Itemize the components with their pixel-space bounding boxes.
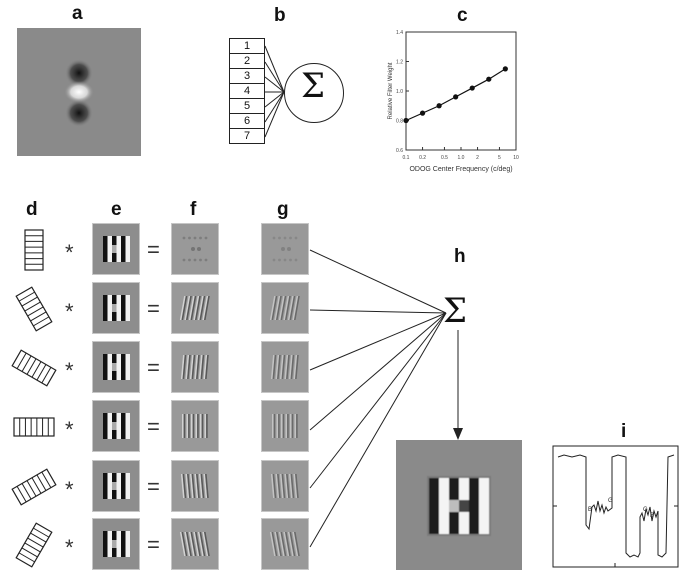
normalized-response-tile xyxy=(261,400,309,452)
panel-label-i: i xyxy=(621,421,627,442)
panel-label-a: a xyxy=(72,3,83,24)
data-point xyxy=(469,85,475,91)
equals-operator: = xyxy=(147,237,160,262)
output-image xyxy=(396,440,522,570)
data-point xyxy=(486,76,492,82)
panel-label-h: h xyxy=(454,246,466,267)
panel-label-b: b xyxy=(274,5,286,26)
sum-symbol-b: Σ xyxy=(300,66,326,106)
oriented-filter-icon xyxy=(13,417,55,437)
convolve-operator: * xyxy=(65,535,74,560)
normalized-response-tile xyxy=(261,282,309,334)
x-tick-label: 2 xyxy=(476,155,479,161)
filtered-response-tile xyxy=(171,518,219,570)
filtered-response-tile xyxy=(171,460,219,512)
stimulus-tile xyxy=(92,341,140,393)
convolve-operator: * xyxy=(65,417,74,442)
oriented-filter-icon xyxy=(24,229,44,271)
filtered-response-tile xyxy=(171,282,219,334)
normalized-response-tile xyxy=(261,460,309,512)
luminance-profile-plot: G B G B xyxy=(552,445,679,568)
sum-symbol-h: Σ xyxy=(443,291,468,331)
convolve-operator: * xyxy=(65,299,74,324)
svg-text:B: B xyxy=(588,507,592,513)
stimulus-tile xyxy=(92,460,140,512)
panel-label-c: c xyxy=(457,5,468,26)
sum-circle xyxy=(284,63,344,123)
filtered-response-tile xyxy=(171,223,219,275)
equals-operator: = xyxy=(147,474,160,499)
convolve-operator: * xyxy=(65,358,74,383)
svg-text:G: G xyxy=(643,507,648,513)
x-tick-label: 0.5 xyxy=(441,155,448,161)
stimulus-tile xyxy=(92,400,140,452)
y-axis-label: Relative Filter Weight xyxy=(388,62,394,119)
equals-operator: = xyxy=(147,414,160,439)
data-point xyxy=(436,103,442,109)
normalized-response-tile xyxy=(261,518,309,570)
y-tick-label: 1.0 xyxy=(396,89,403,95)
data-point xyxy=(419,110,426,116)
normalized-response-tile xyxy=(261,223,309,275)
filtered-response-tile xyxy=(171,341,219,393)
normalized-response-tile xyxy=(261,341,309,393)
panel-label-f: f xyxy=(190,199,197,220)
x-tick-label: 0.2 xyxy=(419,155,426,161)
y-tick-label: 0.6 xyxy=(396,148,403,154)
x-tick-label: 1.0 xyxy=(458,155,465,161)
panel-label-e: e xyxy=(111,199,122,220)
data-point xyxy=(403,117,409,124)
svg-text:G: G xyxy=(608,498,613,504)
y-tick-label: 1.4 xyxy=(396,30,403,36)
dog-filter-image xyxy=(17,28,141,156)
panel-label-d: d xyxy=(26,199,38,220)
x-tick-label: 0.1 xyxy=(403,155,410,161)
convolve-operator: * xyxy=(65,240,74,265)
x-axis-label: ODOG Center Frequency (c/deg) xyxy=(409,166,512,173)
stimulus-tile xyxy=(92,518,140,570)
scale-sum-lines xyxy=(264,45,285,138)
oriented-filter-icon xyxy=(15,286,53,332)
scale-box-7: 7 xyxy=(229,128,265,144)
filtered-response-tile xyxy=(171,400,219,452)
panel-label-g: g xyxy=(277,199,289,220)
y-tick-label: 0.8 xyxy=(396,119,403,125)
data-point xyxy=(502,66,508,72)
equals-operator: = xyxy=(147,296,160,321)
convolve-operator: * xyxy=(65,477,74,502)
equals-operator: = xyxy=(147,532,160,557)
x-tick-label: 5 xyxy=(498,155,501,161)
x-tick-label: 10 xyxy=(513,155,519,161)
stimulus-tile xyxy=(92,282,140,334)
stimulus-tile xyxy=(92,223,140,275)
oriented-filter-icon xyxy=(11,468,57,506)
data-point xyxy=(453,94,459,100)
oriented-filter-icon xyxy=(11,349,57,387)
oriented-filter-icon xyxy=(15,522,53,568)
y-tick-label: 1.2 xyxy=(396,60,403,66)
equals-operator: = xyxy=(147,355,160,380)
svg-text:B: B xyxy=(650,513,654,519)
